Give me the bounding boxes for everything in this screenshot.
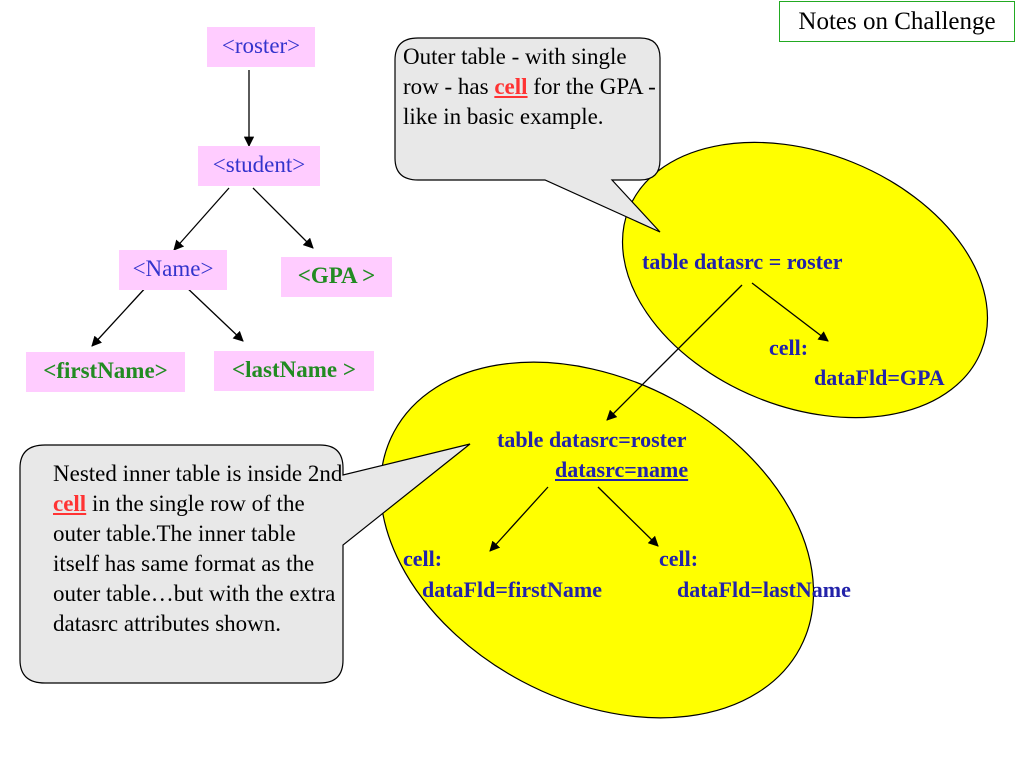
callout-inner-text-part1: Nested inner table is inside 2nd <box>53 461 343 486</box>
arrow-inner-cell-last <box>597 486 659 547</box>
arrow-student-name <box>173 187 230 251</box>
node-gpa: <GPA > <box>281 257 392 297</box>
arrow-outer-inner <box>606 284 743 421</box>
node-student: <student> <box>198 146 320 186</box>
outer-cell-field: dataFld=GPA <box>814 365 945 390</box>
node-lastname: <lastName > <box>214 351 374 391</box>
inner-cell1-label: cell: <box>403 546 443 571</box>
callout-outer-text: Outer table - with single row - has cell… <box>403 42 659 132</box>
arrow-name-firstname <box>91 284 149 347</box>
node-firstname: <firstName> <box>26 352 185 392</box>
callout-inner-text: Nested inner table is inside 2nd cell in… <box>53 459 343 639</box>
inner-cell1-field: dataFld=firstName <box>422 577 602 602</box>
inner-datasrc-label: datasrc=name <box>555 457 689 482</box>
arrow-outer-cell <box>751 282 829 342</box>
callout-outer-text-part1: Outer table - with single row - has <box>403 44 627 99</box>
arrow-student-gpa <box>252 187 314 249</box>
inner-cell2-label: cell: <box>659 546 699 571</box>
node-roster: <roster> <box>207 27 315 67</box>
callout-inner-text-part2: in the single row of the outer table.The… <box>53 491 336 636</box>
callout-inner-keyword: cell <box>53 491 87 516</box>
arrow-name-lastname <box>183 284 244 342</box>
outer-cell-label: cell: <box>769 335 809 360</box>
inner-table-label: table datasrc=roster <box>497 427 687 452</box>
inner-table-oval <box>379 361 815 719</box>
callout-outer-text-part2: for the GPA - like in basic example. <box>403 74 656 129</box>
callout-outer-balloon <box>394 37 661 233</box>
arrow-inner-cell-first <box>489 486 549 552</box>
inner-cell2-field: dataFld=lastName <box>677 577 851 602</box>
callout-inner-balloon <box>19 443 471 684</box>
node-name: <Name> <box>119 250 227 290</box>
outer-table-label: table datasrc = roster <box>642 249 843 274</box>
callout-outer-keyword: cell <box>494 74 528 99</box>
title-box: Notes on Challenge <box>779 1 1015 42</box>
